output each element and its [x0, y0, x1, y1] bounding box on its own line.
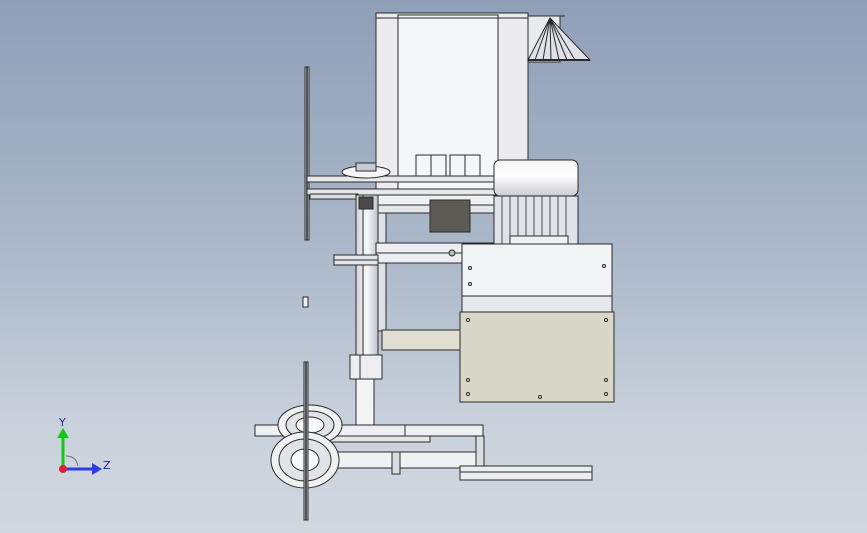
- base-pipe[interactable]: [299, 435, 593, 481]
- spindle-housing[interactable]: [349, 354, 383, 426]
- lower-blade-disc[interactable]: [303, 361, 309, 521]
- electrical-panel[interactable]: [459, 311, 615, 403]
- gearbox-block[interactable]: [429, 199, 471, 233]
- upper-blade-disc[interactable]: [304, 66, 310, 241]
- small-marker: [302, 296, 309, 308]
- top-hopper[interactable]: [527, 15, 592, 63]
- z-axis-arrowhead: [92, 463, 102, 475]
- coordinate-triad: [57, 428, 102, 475]
- x-axis-dot: [59, 465, 67, 473]
- triad-z-label: Z: [103, 459, 111, 472]
- motor-mount-plate[interactable]: [461, 243, 613, 313]
- machine-model[interactable]: [254, 12, 615, 521]
- upper-housing[interactable]: [375, 12, 529, 196]
- triad-arc: [65, 455, 79, 467]
- y-axis-arrowhead: [57, 428, 69, 438]
- triad-y-label: Y: [58, 416, 66, 429]
- spindle-column[interactable]: [355, 194, 379, 361]
